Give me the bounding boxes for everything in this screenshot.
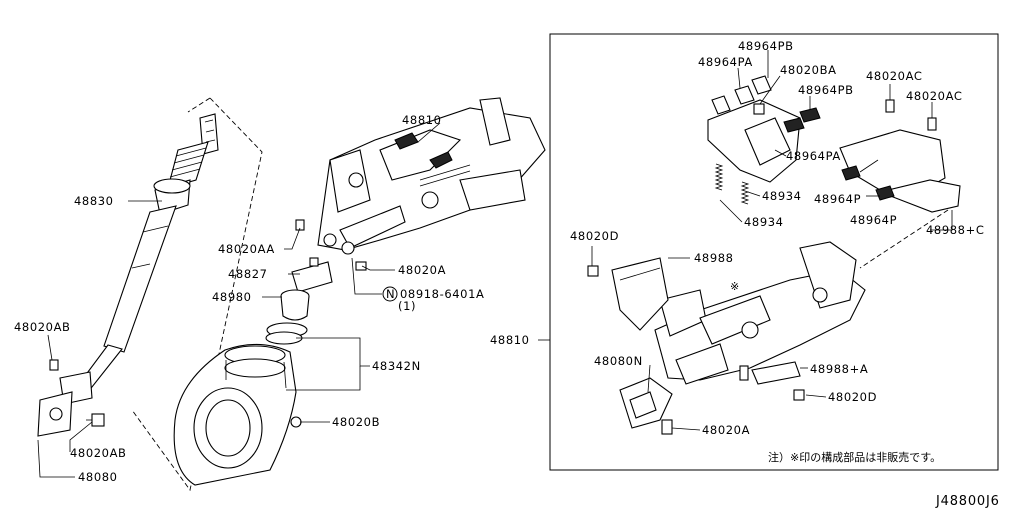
right-detail-frame (549, 33, 999, 471)
label-48964P-2: 48964P (850, 213, 897, 227)
label-nut-code: 08918-6401A (400, 287, 484, 301)
label-48830: 48830 (74, 194, 114, 208)
label-48020A-right: 48020A (702, 423, 750, 437)
not-sold-note: 注）※印の構成部品は非販売です。 (768, 450, 941, 464)
label-48020D-2: 48020D (828, 390, 877, 404)
label-48080N: 48080N (594, 354, 643, 368)
label-48988: 48988 (694, 251, 734, 265)
label-48020AB-top: 48020AB (14, 320, 71, 334)
label-48964PA-1: 48964PA (698, 55, 753, 69)
label-48964P-1: 48964P (814, 192, 861, 206)
cap-48980 (280, 289, 310, 321)
label-48827: 48827 (228, 267, 268, 281)
label-48020AC-1: 48020AC (866, 69, 922, 83)
label-48988C: 48988+C (926, 223, 984, 237)
label-48020A-left: 48020A (398, 263, 446, 277)
plate-48988C (839, 99, 961, 269)
label-48020D-1: 48020D (570, 229, 619, 243)
label-48964PA-2: 48964PA (786, 149, 841, 163)
label-48980: 48980 (212, 290, 252, 304)
label-48020AC-2: 48020AC (906, 89, 962, 103)
column-assembly-top (295, 97, 546, 271)
label-48342N: 48342N (372, 359, 421, 373)
label-nut-qty: (1) (398, 299, 416, 313)
label-48810-top: 48810 (402, 113, 442, 127)
rings-48342N (265, 322, 308, 345)
label-48934-2: 48934 (744, 215, 784, 229)
column-assembly-right: ※ (587, 241, 866, 435)
shaft-dashed-outline (131, 97, 263, 492)
lower-housing (173, 343, 302, 486)
label-48020AA: 48020AA (218, 242, 275, 256)
label-48934-1: 48934 (762, 189, 802, 203)
label-48020BA: 48020BA (780, 63, 837, 77)
label-48020B: 48020B (332, 415, 380, 429)
label-48988A: 48988+A (810, 362, 868, 376)
label-48964PB-1: 48964PB (738, 39, 794, 53)
bracket-48827 (291, 257, 333, 293)
label-48080: 48080 (78, 470, 118, 484)
nut-symbol: N (382, 286, 398, 302)
nut-symbol-label: N (386, 287, 395, 301)
upper-bracket-assembly (707, 75, 821, 205)
label-48810-right: 48810 (490, 333, 530, 347)
part-labels: 48830 48810 48020AA 48827 48980 48020A 0… (14, 39, 1000, 509)
intermediate-shaft (37, 113, 219, 437)
diagram-code: J48800J6 (935, 494, 1000, 509)
label-48964PB-2: 48964PB (798, 83, 854, 97)
not-sold-marker: ※ (730, 280, 739, 293)
leader-lines (37, 50, 953, 478)
label-48020AB-bottom: 48020AB (70, 446, 127, 460)
